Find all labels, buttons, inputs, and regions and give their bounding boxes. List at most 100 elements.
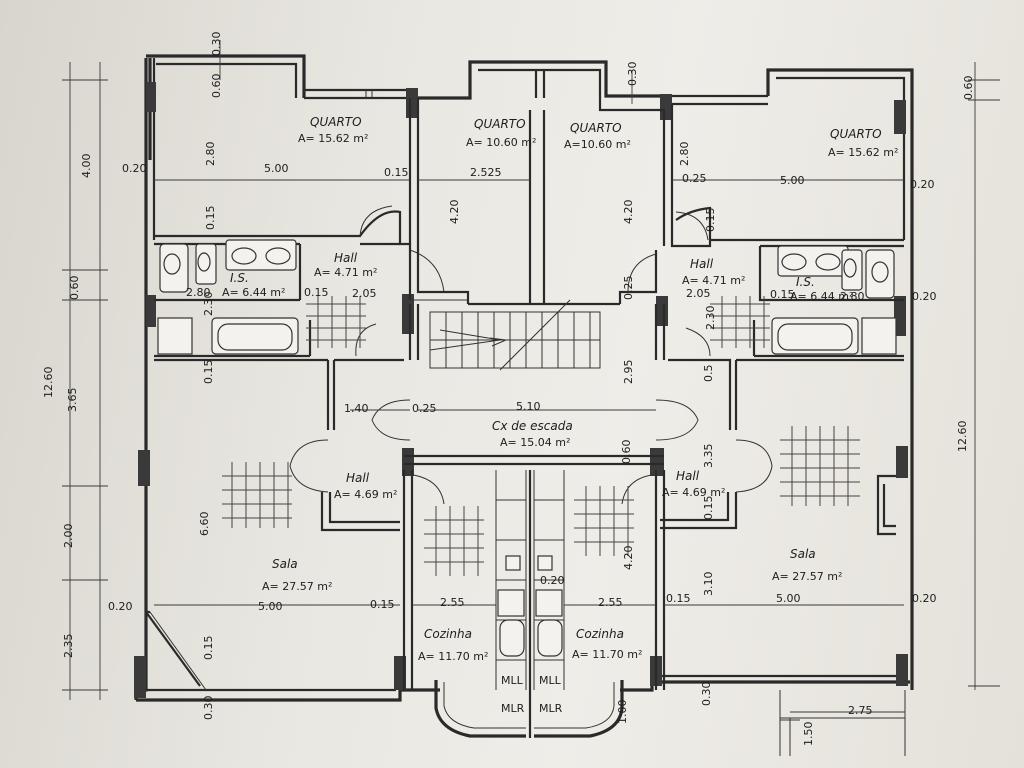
sanitary-fixtures	[157, 239, 897, 355]
dim-left-total: 12.60	[42, 367, 55, 399]
room-labels: QUARTO A= 15.62 m² QUARTO A= 10.60 m² QU…	[222, 115, 898, 663]
dim-cozinha-left-255: 2.55	[440, 596, 465, 609]
dim-q1-500: 5.00	[264, 162, 289, 175]
dim-sala-left-660: 6.60	[198, 512, 211, 537]
room-cozinha-2-area: A= 11.70 m²	[572, 648, 642, 661]
dim-h2-205: 2.05	[686, 287, 711, 300]
room-quarto-1-area: A= 15.62 m²	[298, 132, 368, 145]
room-sala-1-area: A= 27.57 m²	[262, 580, 332, 593]
dim-top-030-right: 0.30	[626, 62, 639, 87]
dim-is2-020: 0.20	[912, 290, 937, 303]
dim-balcony-275: 2.75	[848, 704, 873, 717]
dim-q2-2525: 2.525	[470, 166, 502, 179]
room-hall-1-name: Hall	[334, 251, 358, 265]
dim-h2-025: 0.25	[622, 276, 635, 301]
dim-escada-140: 1.40	[344, 402, 369, 415]
dimension-lines	[62, 40, 1000, 721]
room-quarto-4-area: A= 15.62 m²	[828, 146, 898, 159]
dim-escada-510: 5.10	[516, 400, 541, 413]
dim-hall-right-015: 0.15	[702, 496, 715, 521]
appliance-label-mlr-right: MLR	[539, 702, 563, 715]
dim-left-c: 3.65	[66, 388, 79, 413]
dim-q1-280: 2.80	[204, 142, 217, 167]
dim-q4-025: 0.25	[682, 172, 707, 185]
room-escada-name: Cx de escada	[492, 419, 573, 433]
dim-left-b: 0.60	[68, 276, 81, 301]
dim-q4-015: 0.15	[704, 208, 717, 233]
room-quarto-3-area: A=10.60 m²	[564, 138, 631, 151]
room-escada-area: A= 15.04 m²	[500, 436, 570, 449]
dim-sala-right-020: 0.20	[912, 592, 937, 605]
dim-q1-015: 0.15	[384, 166, 409, 179]
dim-sala-left-020: 0.20	[108, 600, 133, 613]
staircase	[429, 299, 601, 371]
dim-sala-left-015: 0.15	[370, 598, 395, 611]
room-quarto-1-name: QUARTO	[310, 115, 362, 129]
dim-q2-420: 4.20	[448, 200, 461, 225]
dim-escada-060: 0.60	[620, 440, 633, 465]
dim-cozinha-420: 4.20	[622, 546, 635, 571]
room-quarto-2-name: QUARTO	[474, 117, 526, 131]
room-is-2-area: A= 6.44 m²	[790, 290, 853, 303]
room-sala-2-area: A= 27.57 m²	[772, 570, 842, 583]
room-quarto-2-area: A= 10.60 m²	[466, 136, 536, 149]
dim-is2-230: 2.30	[704, 306, 717, 331]
dim-hall-right-05: 0.5	[702, 365, 715, 383]
room-is-1-name: I.S.	[230, 271, 249, 285]
room-quarto-4-name: QUARTO	[830, 127, 882, 141]
dim-h1-015: 0.15	[304, 286, 329, 299]
dim-sala-right-015: 0.15	[666, 592, 691, 605]
dim-hall-left-015: 0.15	[202, 636, 215, 661]
room-quarto-3-name: QUARTO	[570, 121, 622, 135]
room-hall-2-area: A= 4.71 m²	[682, 274, 745, 287]
dim-escada-015: 0.15	[202, 360, 215, 385]
floor-tile-grids	[222, 296, 860, 576]
room-hall-3-area: A= 4.69 m²	[334, 488, 397, 501]
dim-is1-230: 2.30	[202, 292, 215, 317]
room-hall-2-name: Hall	[690, 257, 714, 271]
dim-balcony-150: 1.50	[802, 722, 815, 747]
dim-sala-right-310: 3.10	[702, 572, 715, 597]
dim-right-top: 0.60	[962, 76, 975, 101]
dim-q4-020: 0.20	[910, 178, 935, 191]
dim-left-e: 2.35	[62, 634, 75, 659]
dim-q4-280: 2.80	[678, 142, 691, 167]
room-sala-2-name: Sala	[790, 547, 816, 561]
dim-bottom-030-right: 0.30	[700, 682, 713, 707]
room-hall-4-name: Hall	[676, 469, 700, 483]
dim-q1-015b: 0.15	[204, 206, 217, 231]
dim-is2-280: 2.80	[840, 290, 865, 303]
room-cozinha-2-name: Cozinha	[576, 627, 624, 641]
room-is-1-area: A= 6.44 m²	[222, 286, 285, 299]
dim-escada-295: 2.95	[622, 360, 635, 385]
dim-sala-left-500: 5.00	[258, 600, 283, 613]
dim-q4-500: 5.00	[780, 174, 805, 187]
door-swings	[289, 205, 773, 505]
appliance-label-mll-right: MLL	[539, 674, 562, 687]
dim-is1-280: 2.80	[186, 286, 211, 299]
dim-sala-right-500: 5.00	[776, 592, 801, 605]
dim-bottom-100: 1.00	[616, 700, 629, 725]
room-hall-1-area: A= 4.71 m²	[314, 266, 377, 279]
dim-is2-015: 0.15	[770, 288, 795, 301]
dim-q1-020: 0.20	[122, 162, 147, 175]
dim-sala-right-335: 3.35	[702, 444, 715, 469]
room-cozinha-1-area: A= 11.70 m²	[418, 650, 488, 663]
appliance-label-mll-left: MLL	[501, 674, 524, 687]
dim-bottom-030-left: 0.30	[202, 696, 215, 721]
dim-cozinha-020: 0.20	[540, 574, 565, 587]
dim-q3-420: 4.20	[622, 200, 635, 225]
room-cozinha-1-name: Cozinha	[424, 627, 472, 641]
room-sala-1-name: Sala	[272, 557, 298, 571]
appliance-label-mlr-left: MLR	[501, 702, 525, 715]
dim-h1-205: 2.05	[352, 287, 377, 300]
dim-top-030-left: 0.30	[210, 32, 223, 57]
dim-left-d: 2.00	[62, 524, 75, 549]
dim-top-060: 0.60	[210, 74, 223, 99]
room-is-2-name: I.S.	[796, 275, 815, 289]
dimension-labels: 12.60 4.00 0.60 3.65 2.00 2.35 12.60 0.6…	[42, 32, 975, 747]
dim-cozinha-right-255: 2.55	[598, 596, 623, 609]
dim-right-total: 12.60	[956, 421, 969, 453]
